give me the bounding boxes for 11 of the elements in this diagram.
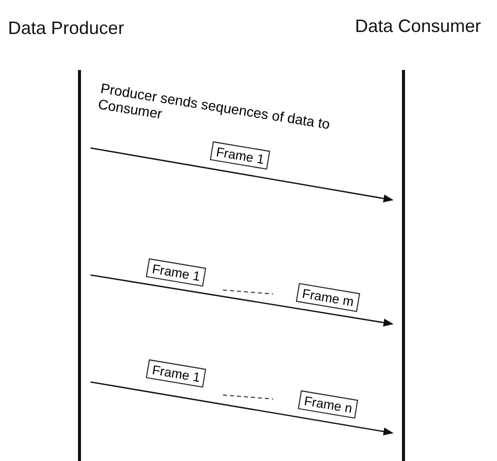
frame-box: Frame 1: [146, 258, 207, 286]
note-text: Producer sends sequences of data to Consumer: [97, 80, 332, 134]
message-arrow: [90, 274, 394, 326]
frame-box: Frame 1: [210, 140, 271, 170]
frame-box: Frame m: [296, 282, 360, 312]
lifeline-heading: Data Consumer: [355, 16, 482, 37]
frame-box: Frame n: [298, 390, 359, 418]
frame-box: Frame 1: [146, 358, 207, 388]
message-arrow: [90, 147, 394, 202]
lifeline-heading: Data Producer: [8, 18, 124, 39]
message-arrow: [90, 381, 394, 436]
